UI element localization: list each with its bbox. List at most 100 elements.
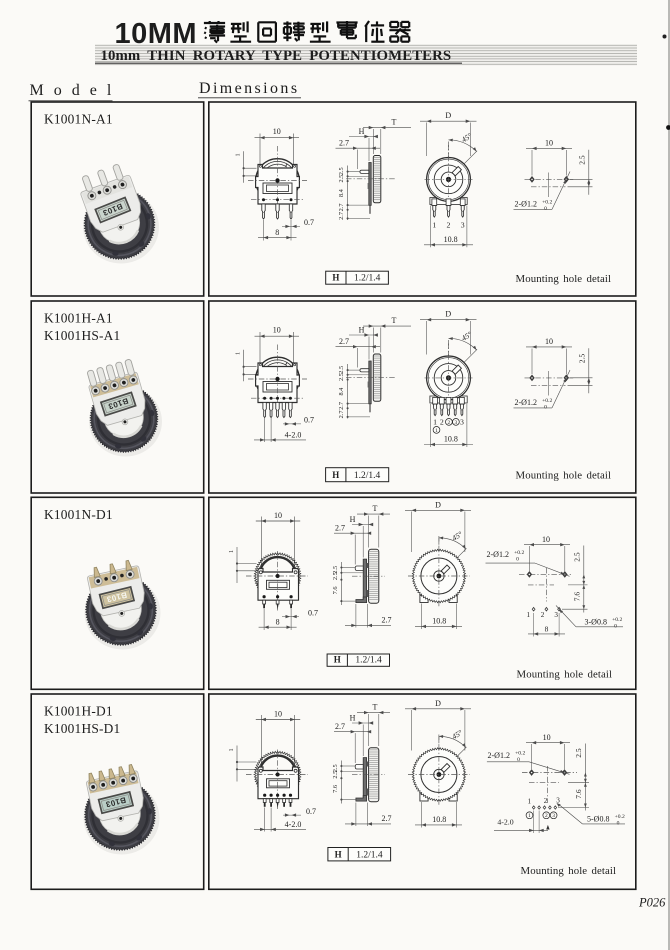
svg-text:4-2.0: 4-2.0 <box>497 817 513 826</box>
svg-text:K1001HS-A1: K1001HS-A1 <box>44 328 120 343</box>
svg-text:T: T <box>392 118 397 127</box>
svg-text:0: 0 <box>516 557 519 563</box>
svg-text:1: 1 <box>228 748 235 751</box>
svg-text:10.8: 10.8 <box>444 434 458 443</box>
svg-text:H: H <box>359 127 365 136</box>
svg-text:2.5: 2.5 <box>332 764 339 772</box>
svg-text:10: 10 <box>273 326 281 335</box>
svg-text:2.5: 2.5 <box>338 373 345 381</box>
svg-text:+0.2: +0.2 <box>542 199 552 205</box>
svg-text:10: 10 <box>545 337 553 346</box>
svg-text:Mounting hole detail: Mounting hole detail <box>516 469 612 481</box>
svg-text:2.5: 2.5 <box>332 572 339 580</box>
svg-text:2-Ø1.2: 2-Ø1.2 <box>487 550 509 559</box>
svg-text:T: T <box>373 703 378 712</box>
svg-text:K1001N-A1: K1001N-A1 <box>44 112 113 127</box>
svg-text:7.6: 7.6 <box>332 785 339 793</box>
svg-text:2-Ø1.2: 2-Ø1.2 <box>488 751 510 760</box>
svg-text:7.6: 7.6 <box>574 789 583 799</box>
svg-text:3: 3 <box>455 420 458 426</box>
svg-text:4-2.0: 4-2.0 <box>285 820 302 829</box>
svg-text:10: 10 <box>274 709 282 718</box>
svg-text:H: H <box>335 849 342 859</box>
svg-text:10.8: 10.8 <box>432 616 446 625</box>
svg-text:1.2/1.4: 1.2/1.4 <box>355 656 382 666</box>
svg-text:0.7: 0.7 <box>304 218 314 227</box>
svg-text:2.7: 2.7 <box>382 616 392 625</box>
svg-text:T: T <box>392 316 397 325</box>
svg-text:2: 2 <box>541 611 545 619</box>
svg-text:1: 1 <box>228 550 235 553</box>
svg-text:3: 3 <box>556 796 560 804</box>
svg-text:2.5: 2.5 <box>338 167 345 175</box>
svg-text:10: 10 <box>545 139 553 148</box>
svg-text:2.7: 2.7 <box>339 337 349 346</box>
svg-text:10: 10 <box>273 127 281 136</box>
svg-text:2.5: 2.5 <box>338 366 345 374</box>
svg-text:8.4: 8.4 <box>338 188 345 197</box>
svg-text:0: 0 <box>544 206 547 212</box>
svg-text:K1001N-D1: K1001N-D1 <box>44 507 113 522</box>
svg-text:H: H <box>350 515 356 524</box>
svg-text:H: H <box>332 470 339 480</box>
svg-text:1: 1 <box>528 798 532 806</box>
svg-text:1: 1 <box>528 813 531 819</box>
svg-text:3: 3 <box>552 813 555 819</box>
svg-text:+0.2: +0.2 <box>515 751 525 757</box>
svg-text:0: 0 <box>544 404 547 410</box>
svg-text:2: 2 <box>440 418 444 427</box>
svg-text:Mounting hole detail: Mounting hole detail <box>516 273 612 285</box>
svg-text:10: 10 <box>543 733 551 742</box>
svg-text:+0.2: +0.2 <box>542 398 552 404</box>
svg-text:2: 2 <box>447 221 451 230</box>
svg-text:3: 3 <box>554 611 558 619</box>
svg-text:D: D <box>435 500 441 509</box>
svg-text:2.5: 2.5 <box>577 354 586 364</box>
svg-text:2: 2 <box>544 797 548 805</box>
svg-text:D: D <box>445 111 451 120</box>
svg-text:7.6: 7.6 <box>572 592 581 602</box>
svg-text:2: 2 <box>448 420 451 426</box>
svg-text:H: H <box>334 655 341 665</box>
svg-text:1: 1 <box>235 352 242 355</box>
svg-text:T: T <box>373 504 378 513</box>
svg-text:3: 3 <box>461 221 465 230</box>
svg-text:1: 1 <box>433 418 437 427</box>
svg-text:1: 1 <box>435 428 438 434</box>
svg-text:+0.2: +0.2 <box>514 550 524 556</box>
svg-text:1: 1 <box>527 611 531 619</box>
svg-text:2: 2 <box>545 813 548 819</box>
svg-text:D: D <box>435 699 441 708</box>
svg-text:1: 1 <box>432 221 436 230</box>
svg-text:2.5: 2.5 <box>332 566 339 574</box>
svg-text:5-Ø0.8: 5-Ø0.8 <box>587 814 609 823</box>
svg-text:0.7: 0.7 <box>304 416 314 425</box>
svg-text:1: 1 <box>235 153 242 156</box>
svg-text:2.7: 2.7 <box>338 410 345 418</box>
svg-text:2.7: 2.7 <box>338 203 345 211</box>
svg-text:2.7: 2.7 <box>338 212 345 220</box>
svg-text:+0.2: +0.2 <box>612 617 622 623</box>
svg-text:0: 0 <box>517 757 520 763</box>
svg-text:H: H <box>359 325 365 334</box>
svg-text:8: 8 <box>276 618 280 627</box>
svg-text:2.7: 2.7 <box>335 524 345 533</box>
svg-text:H: H <box>350 713 356 722</box>
svg-text:2.7: 2.7 <box>382 814 392 823</box>
svg-text:10.8: 10.8 <box>444 235 458 244</box>
svg-text:7.6: 7.6 <box>332 586 339 594</box>
svg-text:2.5: 2.5 <box>574 748 583 758</box>
svg-text:10mm THIN ROTARY TYPE POTENTIO: 10mm THIN ROTARY TYPE POTENTIOMETERS <box>101 48 452 64</box>
svg-text:1.2/1.4: 1.2/1.4 <box>354 274 381 284</box>
svg-text:K1001HS-D1: K1001HS-D1 <box>44 721 120 736</box>
svg-text:K1001H-A1: K1001H-A1 <box>44 311 113 326</box>
svg-text:2-Ø1.2: 2-Ø1.2 <box>515 398 537 407</box>
svg-text:Dimensions: Dimensions <box>199 80 299 97</box>
svg-text:Mounting hole detail: Mounting hole detail <box>517 669 613 681</box>
svg-text:2.5: 2.5 <box>572 552 581 562</box>
svg-text:H: H <box>332 273 339 283</box>
svg-text:8: 8 <box>275 228 279 237</box>
svg-text:2-Ø1.2: 2-Ø1.2 <box>515 200 537 209</box>
svg-text:0.7: 0.7 <box>308 608 318 617</box>
svg-text:2.5: 2.5 <box>338 175 345 183</box>
